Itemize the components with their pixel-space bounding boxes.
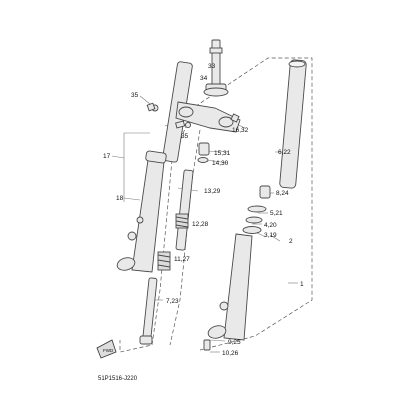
catalog-code: 51P1516-J220 (98, 376, 138, 382)
callout-13-29: 13,29 (204, 188, 221, 195)
callout-33: 33 (208, 63, 216, 70)
callout-18: 18 (116, 195, 124, 202)
callout-labels: 33 34 35 35 16,32 15,31 14,30 6,22 17 13… (103, 63, 304, 357)
front-badge: FWD (96, 339, 117, 359)
callout-17: 17 (103, 153, 111, 160)
callout-16-32: 16,32 (232, 127, 249, 134)
steering-stem-group (146, 39, 241, 133)
lower-spring (157, 251, 171, 271)
callout-35b: 35 (181, 133, 189, 140)
callout-11-27: 11,27 (174, 256, 190, 263)
callout-3-19: 3,19 (264, 232, 277, 239)
callout-4-20: 4,20 (264, 222, 277, 229)
right-fork-exploded (203, 59, 307, 351)
fork-internals (139, 142, 210, 345)
callout-1: 1 (300, 281, 304, 288)
callout-6-22: 6,22 (278, 149, 291, 156)
cap-bolt (198, 142, 210, 156)
right-outer-tube (223, 233, 253, 341)
upper-spring (175, 213, 189, 229)
callout-35a: 35 (131, 92, 139, 99)
callout-9-25: 9,25 (228, 339, 241, 346)
right-inner-tube (279, 59, 307, 189)
callout-15-31: 15,31 (214, 150, 231, 157)
callout-5-21: 5,21 (270, 210, 283, 217)
callout-2: 2 (289, 238, 293, 245)
callout-14-30: 14,30 (212, 160, 229, 167)
front-arrow-icon (96, 339, 117, 359)
callout-12-28: 12,28 (192, 221, 209, 228)
callout-7-23: 7,23 (166, 298, 179, 305)
callout-34: 34 (200, 75, 208, 82)
front-badge-text: FWD (103, 348, 114, 353)
cylinder-rod (142, 277, 158, 339)
callout-10-26: 10,26 (222, 350, 239, 357)
damper-rod (175, 169, 194, 251)
callout-8-24: 8,24 (276, 190, 289, 197)
